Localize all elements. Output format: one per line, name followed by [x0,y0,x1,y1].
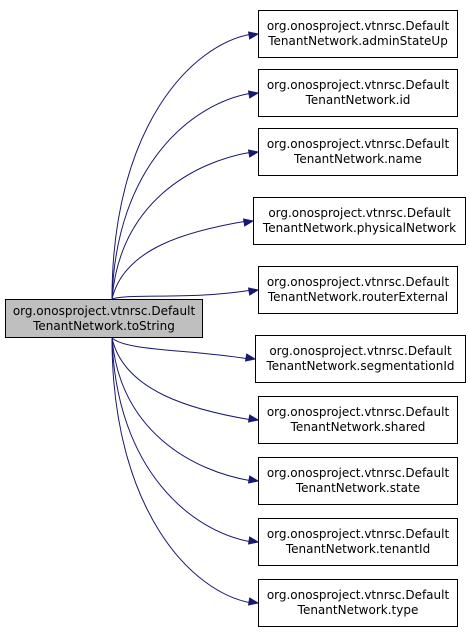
node-state-line2: TenantNetwork.state [295,481,421,495]
arrowhead [242,218,255,227]
node-segmentationid-line2: TenantNetwork.segmentationId [266,359,455,373]
call-edge [111,151,253,300]
node-adminstateup[interactable]: org.onosproject.vtnrsc.Default TenantNet… [258,10,458,58]
call-edge [111,337,253,482]
node-adminstateup-line1: org.onosproject.vtnrsc.Default [266,19,450,33]
node-shared[interactable]: org.onosproject.vtnrsc.Default TenantNet… [258,396,458,444]
node-tostring-line2: TenantNetwork.toString [33,318,175,333]
arrowhead [247,287,260,296]
arrowhead [244,353,257,362]
node-tenantid[interactable]: org.onosproject.vtnrsc.Default TenantNet… [258,518,458,566]
node-name-line2: TenantNetwork.name [294,152,422,166]
node-id-line1: org.onosproject.vtnrsc.Default [266,78,450,92]
node-state[interactable]: org.onosproject.vtnrsc.Default TenantNet… [258,457,458,505]
node-routerexternal[interactable]: org.onosproject.vtnrsc.Default TenantNet… [258,266,458,314]
call-edge [111,289,253,300]
node-name[interactable]: org.onosproject.vtnrsc.Default TenantNet… [258,128,458,176]
node-physicalnetwork[interactable]: org.onosproject.vtnrsc.Default TenantNet… [253,197,466,245]
node-type-line1: org.onosproject.vtnrsc.Default [266,588,450,602]
arrowhead [247,90,260,99]
arrowhead [247,536,260,545]
node-tenantid-line1: org.onosproject.vtnrsc.Default [266,527,450,541]
node-routerexternal-line2: TenantNetwork.routerExternal [267,290,449,304]
call-edge [111,92,253,300]
node-physicalnetwork-line2: TenantNetwork.physicalNetwork [262,221,457,235]
call-edge [111,337,253,543]
node-physicalnetwork-line1: org.onosproject.vtnrsc.Default [268,206,451,220]
node-tostring: org.onosproject.vtnrsc.Default TenantNet… [5,299,203,338]
node-tostring-line1: org.onosproject.vtnrsc.Default [12,303,196,318]
call-edge [111,337,253,604]
node-segmentationid-line1: org.onosproject.vtnrsc.Default [269,344,452,358]
arrowhead [247,414,260,423]
arrowhead [247,597,260,606]
node-adminstateup-line2: TenantNetwork.adminStateUp [268,34,448,48]
node-routerexternal-line1: org.onosproject.vtnrsc.Default [266,275,450,289]
node-id[interactable]: org.onosproject.vtnrsc.Default TenantNet… [258,69,458,117]
arrowhead [247,475,260,484]
arrowhead [247,31,260,40]
node-tenantid-line2: TenantNetwork.tenantId [285,542,431,556]
node-shared-line1: org.onosproject.vtnrsc.Default [266,405,450,419]
node-segmentationid[interactable]: org.onosproject.vtnrsc.Default TenantNet… [255,335,466,383]
node-shared-line2: TenantNetwork.shared [290,420,426,434]
node-state-line1: org.onosproject.vtnrsc.Default [266,466,450,480]
arrowhead [247,149,260,158]
node-id-line2: TenantNetwork.id [305,93,411,107]
node-type[interactable]: org.onosproject.vtnrsc.Default TenantNet… [258,579,458,627]
call-edge [111,220,248,300]
node-name-line1: org.onosproject.vtnrsc.Default [266,137,450,151]
call-edge [111,337,250,360]
node-type-line2: TenantNetwork.type [297,603,419,617]
call-edge [111,33,253,300]
call-edge [111,337,253,421]
